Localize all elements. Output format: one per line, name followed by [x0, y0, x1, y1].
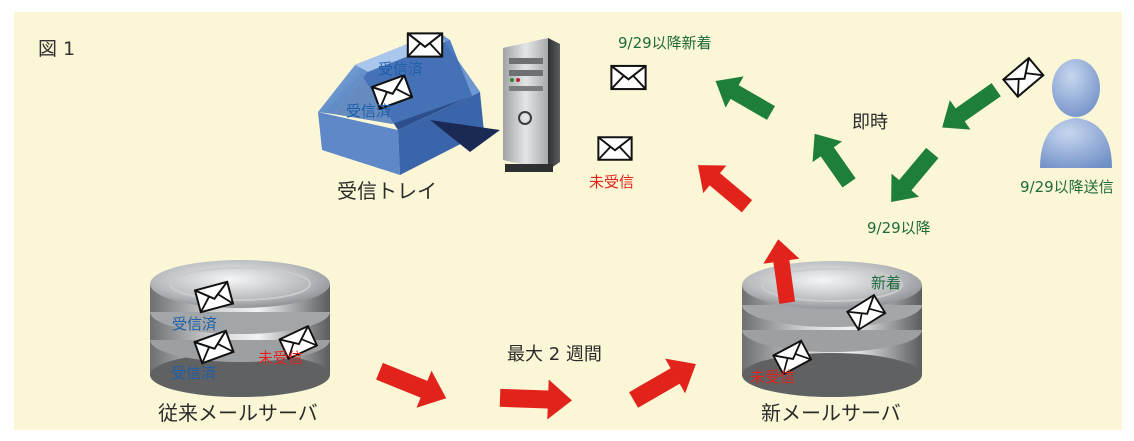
received-tag: 受信済	[172, 315, 218, 333]
envelope-icon	[597, 136, 633, 161]
arrow-icon	[812, 133, 856, 188]
envelope-icon	[406, 32, 444, 58]
envelope-icon	[610, 64, 647, 91]
arrow-icon	[499, 379, 572, 420]
new-since-date-label: 9/29以降新着	[618, 34, 712, 52]
max-period-label: 最大 2 週間	[507, 344, 602, 365]
arrow-icon	[715, 76, 775, 120]
figure-label: 図 1	[38, 38, 76, 60]
received-tag: 受信済	[378, 60, 424, 78]
received-tag: 受信済	[346, 102, 392, 120]
arrow-icon	[629, 358, 696, 408]
green-arrows	[715, 76, 1001, 203]
new-server-label: 新メールサーバ	[761, 401, 901, 425]
pc-tower-icon	[503, 38, 560, 172]
old-server-label: 従来メールサーバ	[158, 401, 318, 425]
arrow-icon	[376, 362, 447, 408]
user-silhouette-icon	[1040, 59, 1112, 168]
immediate-label: 即時	[852, 112, 888, 133]
new-mail-tag: 新着	[871, 274, 902, 292]
inbox-tray-label: 受信トレイ	[337, 179, 437, 203]
sent-since-date-label: 9/29以降送信	[1020, 178, 1114, 196]
received-tag: 受信済	[171, 364, 217, 382]
arrow-icon	[697, 165, 753, 213]
unreceived-tag: 未受信	[750, 368, 796, 386]
unreceived-tag: 未受信	[258, 349, 304, 367]
arrow-icon	[891, 147, 939, 203]
since-date-label: 9/29以降	[867, 219, 931, 237]
unreceived-tag: 未受信	[589, 173, 635, 191]
arrow-icon	[942, 83, 1001, 130]
